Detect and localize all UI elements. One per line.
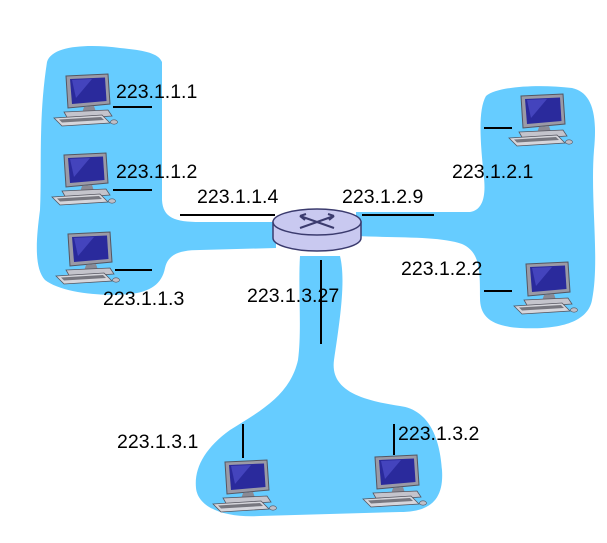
links (113, 106, 512, 458)
router-interface-label-subnet3: 223.1.3.27 (247, 285, 339, 307)
subnet-3-region (195, 256, 443, 517)
labels: 223.1.1.1 223.1.1.2 223.1.1.3 223.1.1.4 … (103, 81, 533, 453)
host-label-223-1-3-2: 223.1.3.2 (398, 423, 479, 445)
router-icon (272, 208, 362, 252)
host-label-223-1-2-1: 223.1.2.1 (452, 161, 533, 183)
router-interface-label-subnet2: 223.1.2.9 (342, 186, 423, 208)
host-label-223-1-2-2: 223.1.2.2 (401, 258, 482, 280)
host-label-223-1-1-1: 223.1.1.1 (116, 81, 197, 103)
host-label-223-1-3-1: 223.1.3.1 (117, 431, 198, 453)
router-interface-label-subnet1: 223.1.1.4 (197, 186, 278, 208)
host-label-223-1-1-3: 223.1.1.3 (103, 288, 184, 310)
host-label-223-1-1-2: 223.1.1.2 (116, 161, 197, 183)
